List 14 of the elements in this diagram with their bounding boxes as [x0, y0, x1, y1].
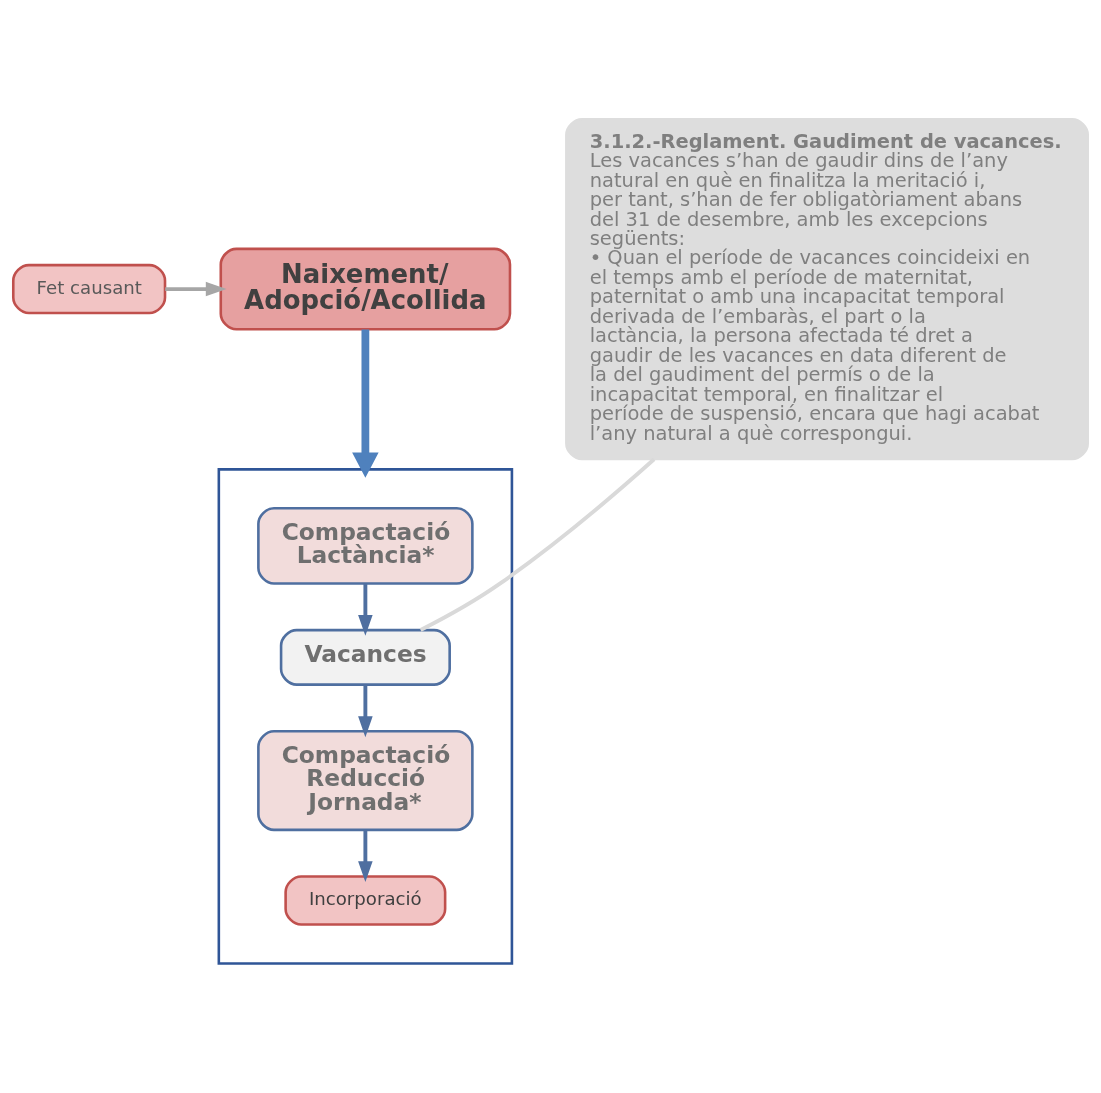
connector	[419, 457, 656, 632]
node-box: Compactació Lactància*	[257, 506, 474, 585]
arrow	[358, 584, 373, 636]
node-box: 3.1.2.-Reglament. Gaudiment de vacances. Les vacances s’han de gaudir dins de l’any natural en què en finalitza la meritació i, per tant, s’han de fer obligatòriament abans del 31 de desembre, amb les excepcions següents: • Quan el període de vacances coincideixi en el temps amb el període de maternitat, paternitat o amb una incapacitat temporal derivada de l’embaràs, el part o la lactància, la persona afectada té dret a gaudir de les vacances en data diferent de la del gaudiment del permís o de la incapacitat temporal, en finalitzar el període de suspensió, encara que hagi acabat l’any natural a què correspongui.	[565, 117, 1089, 461]
node-box: Vacances	[279, 628, 451, 686]
node-box: Compactació Reducció Jornada*	[257, 730, 474, 832]
node-box: Fet causant	[12, 263, 167, 315]
arrow	[165, 281, 227, 297]
node-box: Incorporació	[284, 875, 447, 926]
arrow	[358, 829, 373, 882]
arrow	[358, 684, 373, 738]
node-box: Naixement/ Adopció/Acollida	[219, 247, 512, 331]
arrow	[352, 329, 379, 478]
cluster	[217, 468, 514, 965]
